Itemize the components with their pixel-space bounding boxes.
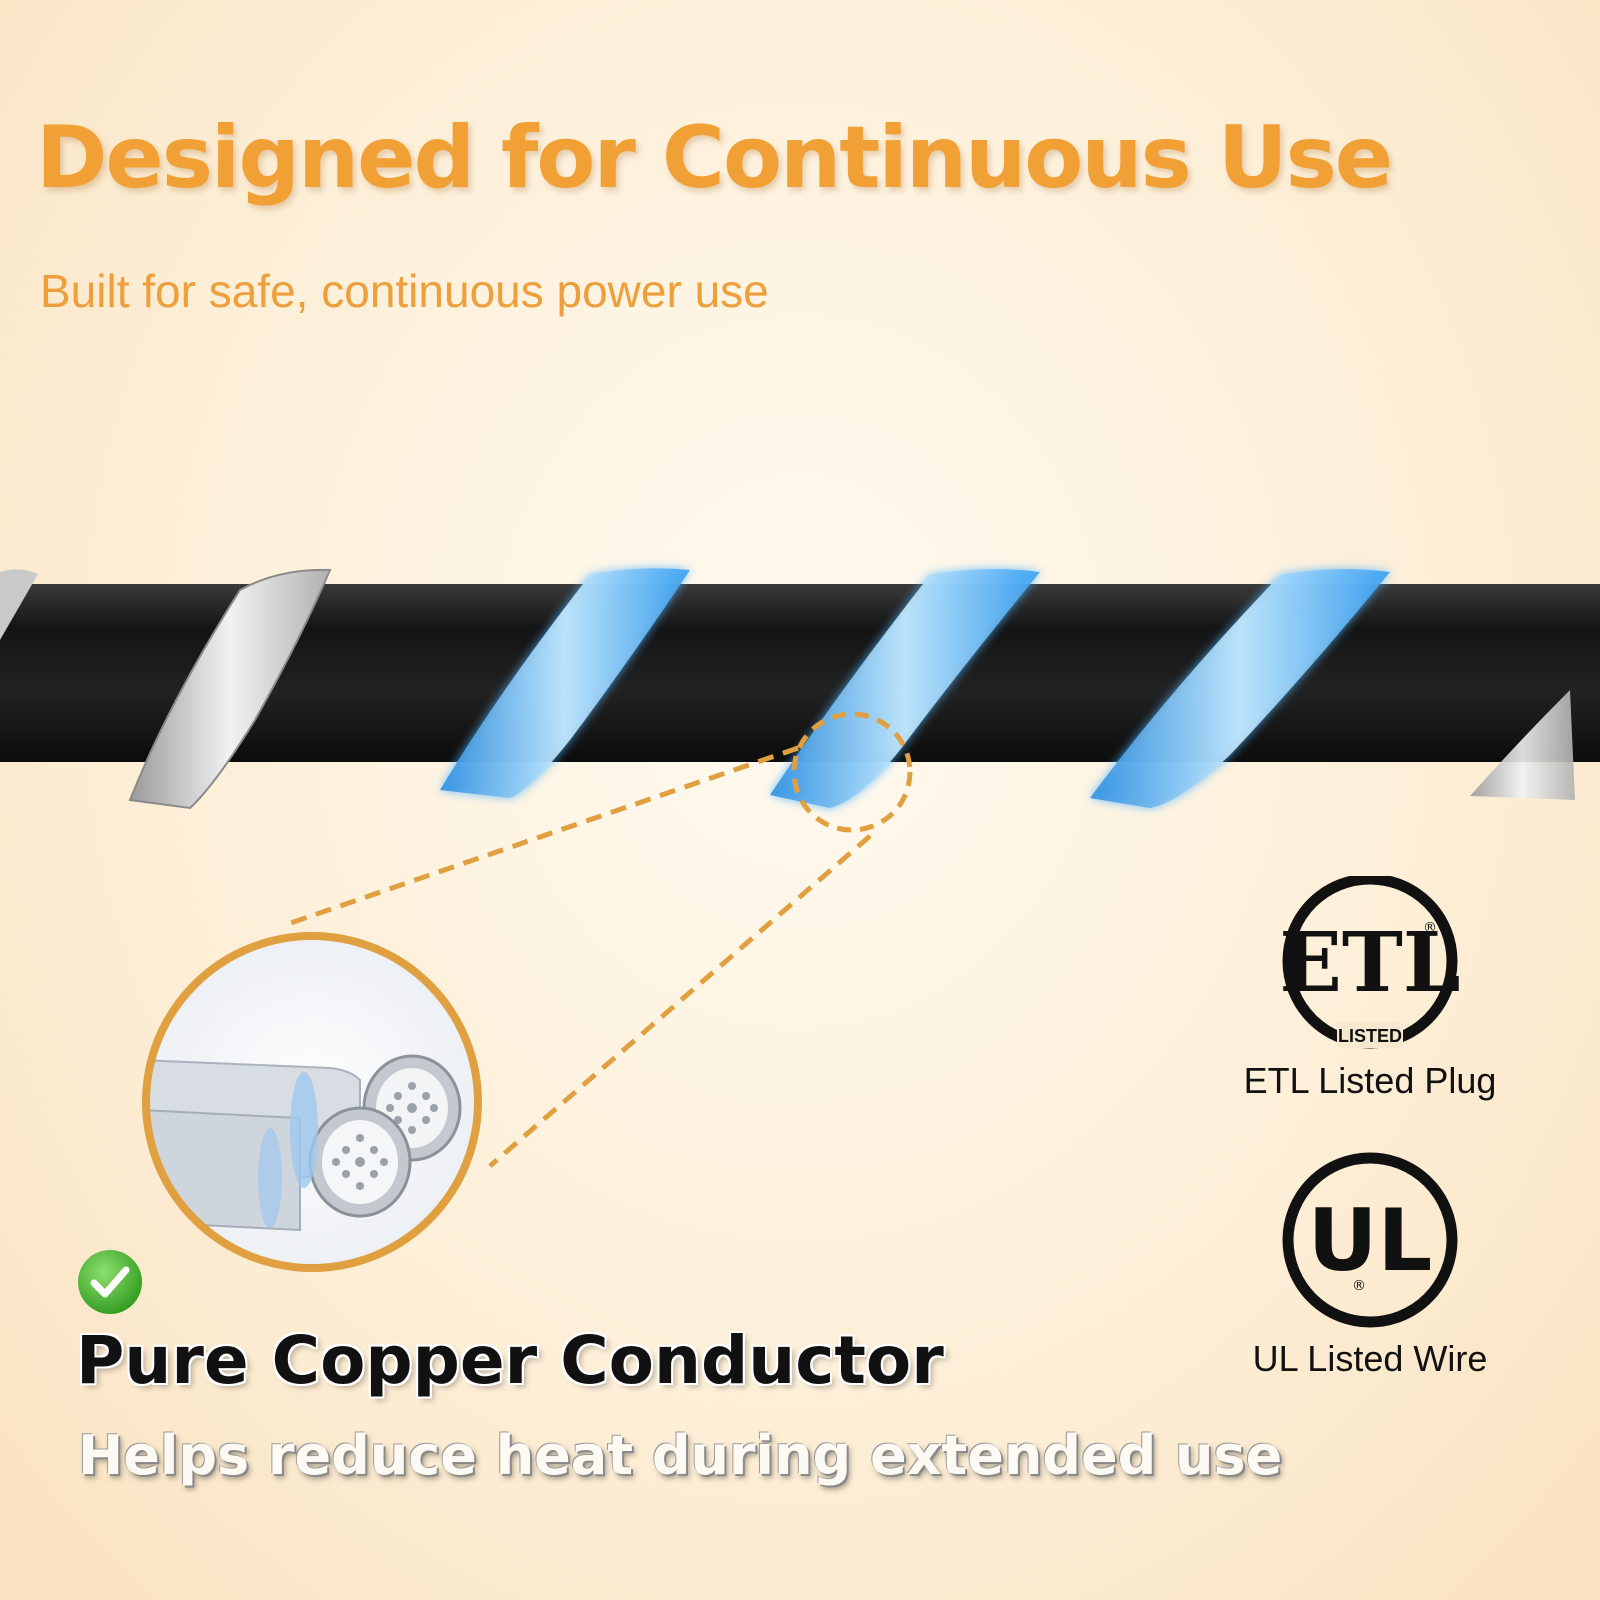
subheadline: Built for safe, continuous power use: [40, 265, 769, 317]
headline: Designed for Continuous Use: [36, 108, 1393, 208]
callout-target-circle: [791, 711, 913, 833]
ul-certification: UL ® UL Listed Wire: [1220, 1150, 1520, 1380]
svg-text:UL: UL: [1308, 1191, 1433, 1291]
ul-label: UL Listed Wire: [1252, 1338, 1488, 1379]
conductor-zoom-circle: [142, 932, 482, 1272]
etl-logo-icon: ETL LISTED ®: [1279, 876, 1461, 1049]
etl-certification: ETL LISTED ® ETL Listed Plug: [1220, 876, 1520, 1102]
callout-leader-lines: [281, 745, 872, 1168]
svg-text:LISTED: LISTED: [1338, 1026, 1402, 1046]
svg-text:®: ®: [1352, 1278, 1366, 1294]
check-icon: [78, 1250, 142, 1314]
feature-title: Pure Copper Conductor: [76, 1322, 944, 1399]
etl-label: ETL Listed Plug: [1243, 1060, 1497, 1101]
ul-logo-icon: UL ®: [1282, 1152, 1458, 1328]
silver-wrap: [0, 568, 1575, 810]
feature-description: Helps reduce heat during extended use: [78, 1424, 1283, 1487]
svg-text:ETL: ETL: [1279, 915, 1460, 1011]
svg-text:®: ®: [1423, 920, 1437, 936]
blue-wrap: [440, 568, 1390, 808]
